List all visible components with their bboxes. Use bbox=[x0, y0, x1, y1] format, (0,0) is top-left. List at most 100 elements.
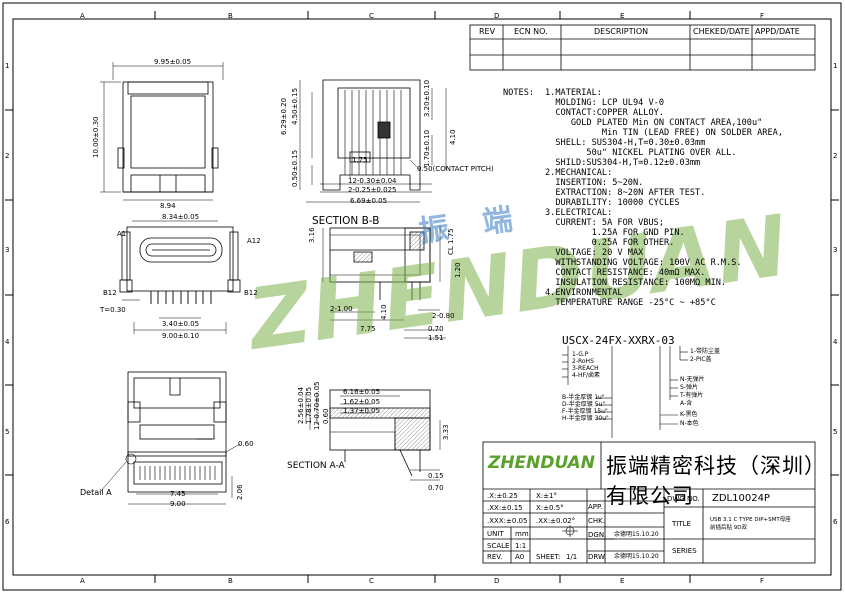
dim-aa-178: 1.78±0.05 bbox=[305, 386, 313, 424]
title-value-2: 前插后贴 9D双 bbox=[710, 525, 747, 531]
title-block-lines bbox=[482, 441, 816, 564]
zone-left-5: 5 bbox=[5, 428, 10, 436]
zone-top-d: D bbox=[494, 12, 500, 20]
label-a1: A1 bbox=[117, 230, 127, 238]
option-right-mid: A-含 bbox=[680, 400, 693, 407]
revision-table-lines bbox=[469, 24, 816, 71]
dim-contact-pitch: 0.50(CONTACT PITCH) bbox=[417, 165, 494, 173]
option-left: 2-RoHS bbox=[572, 358, 594, 365]
dim-aa-12: 12-0.70±0.05 bbox=[313, 381, 321, 430]
tol-angle-1: X:±1° bbox=[536, 492, 557, 500]
label-thickness: T=0.30 bbox=[100, 306, 126, 314]
dim-pin-span: 3.40±0.05 bbox=[162, 320, 200, 328]
rev-value: A0 bbox=[515, 553, 525, 561]
dim-sa-410: 4.10 bbox=[380, 304, 388, 320]
dim-side-r2: 4.10 bbox=[449, 129, 457, 145]
zone-bot-d: D bbox=[494, 577, 500, 585]
note-line: CURRENT: 5A FOR VBUS; bbox=[545, 218, 664, 228]
note-line: Min TIN (LEAD FREE) ON SOLDER AREA, bbox=[545, 128, 783, 138]
dim-sa-080: 2-0.80 bbox=[432, 312, 455, 320]
dim-aa-015: 0.15 bbox=[428, 472, 444, 480]
dim-aa-060: 0.60 bbox=[322, 408, 330, 424]
top-view bbox=[100, 62, 224, 201]
title-label: TITLE bbox=[672, 520, 691, 528]
detail-a-label: Detail A bbox=[80, 488, 112, 497]
note-line: 50u" NICKEL PLATING OVER ALL. bbox=[545, 148, 737, 158]
zone-top-b: B bbox=[228, 12, 233, 20]
note-line: INSERTION: 5~20N. bbox=[545, 178, 644, 188]
section-bb bbox=[299, 79, 447, 203]
rev-header: REV bbox=[479, 27, 496, 36]
zone-top-a: A bbox=[80, 12, 85, 20]
dim-top-height: 10.00±0.30 bbox=[92, 116, 100, 159]
note-line: 3.ELECTRICAL: bbox=[545, 208, 613, 218]
tol-linear-2: .XX:±0.15 bbox=[487, 504, 523, 512]
option-right-top: 2-PIC盖 bbox=[690, 356, 712, 363]
dim-sa-120: 1.20 bbox=[454, 262, 462, 278]
dwg-label: DWG NO. bbox=[667, 495, 700, 503]
zone-bot-c: C bbox=[369, 577, 374, 585]
note-line: 2.MECHANICAL: bbox=[545, 168, 613, 178]
note-line: INSULATION RESISTANCE: 100MΩ MIN. bbox=[545, 278, 727, 288]
zone-right-6: 6 bbox=[833, 518, 838, 526]
option-right-mid: S-弹片 bbox=[680, 384, 698, 391]
note-line: 1.MATERIAL: bbox=[545, 88, 602, 98]
title-value: USB 3.1 C TYPE DIP+SMT母座 bbox=[710, 517, 791, 523]
section-side-middle bbox=[322, 225, 446, 339]
zone-left-1: 1 bbox=[5, 62, 10, 70]
part-number-code: USCX-24FX-XXRX-03 bbox=[562, 334, 675, 347]
dim-side-175: 1.75 bbox=[352, 156, 368, 164]
tol-angle-3: .XX:±0.02° bbox=[536, 517, 576, 525]
option-right-bot: K-黑色 bbox=[680, 411, 698, 418]
option-left: 3-REACH bbox=[572, 365, 599, 372]
notes-heading: NOTES: bbox=[503, 88, 535, 98]
app-label: APP. bbox=[588, 503, 603, 511]
dim-top-width: 9.95±0.05 bbox=[154, 58, 192, 66]
sheet-value: 1/1 bbox=[566, 553, 578, 561]
company-logo: ZHENDUAN bbox=[488, 453, 595, 473]
dim-bot-745: 7.45 bbox=[170, 490, 186, 498]
dim-bot-206: 2.06 bbox=[236, 484, 244, 500]
zone-right-4: 4 bbox=[833, 338, 838, 346]
dim-aa-162: 1.62±0.05 bbox=[343, 398, 381, 406]
zone-left-3: 3 bbox=[5, 246, 10, 254]
zone-left-6: 6 bbox=[5, 518, 10, 526]
series-label: SERIES bbox=[672, 547, 697, 555]
dwg-value: ZDL10024P bbox=[712, 493, 770, 504]
zone-right-1: 1 bbox=[833, 62, 838, 70]
option-left: 4-HF/卤素 bbox=[572, 372, 600, 379]
dim-aa-333: 3.33 bbox=[442, 424, 450, 440]
dgn-value: 余德明15.10.20 bbox=[614, 531, 659, 538]
zone-right-2: 2 bbox=[833, 152, 838, 160]
zone-right-5: 5 bbox=[833, 428, 838, 436]
zone-bot-f: F bbox=[760, 577, 765, 585]
drw-label: DRW. bbox=[588, 553, 607, 561]
checked-header: CHEKED/DATE bbox=[693, 27, 750, 36]
dim-front-width: 8.34±0.05 bbox=[162, 213, 200, 221]
notes-lines: 1.MATERIAL: MOLDING: LCP UL94 V-0 CONTAC… bbox=[545, 88, 783, 308]
part-number-leaders bbox=[562, 346, 688, 438]
dim-sa-316: 3.16 bbox=[308, 227, 316, 243]
option-plating: B-半金厚镀 1u" bbox=[562, 394, 605, 401]
tol-linear-3: .XXX:±0.05 bbox=[487, 517, 528, 525]
dim-bot-900: 9.00 bbox=[170, 500, 186, 508]
dim-sa-cl: CL 1.75 bbox=[447, 228, 455, 255]
dim-sa-151: 1.51 bbox=[428, 334, 444, 342]
dim-side-h3: 0.50±0.15 bbox=[291, 149, 299, 187]
chk-label: CHK. bbox=[588, 517, 605, 525]
note-line: 1.25A FOR GND PIN. bbox=[545, 228, 685, 238]
scale-value: 1:1 bbox=[515, 542, 527, 550]
zone-top-f: F bbox=[760, 12, 765, 20]
dim-side-b2: 2-0.25±0.025 bbox=[348, 186, 397, 194]
dim-pin-span-total: 9.00±0.10 bbox=[162, 332, 200, 340]
note-line: TEMPERATURE RANGE -25°C ~ +85°C bbox=[545, 298, 716, 308]
dim-side-b3: 6.69±0.05 bbox=[350, 197, 388, 205]
option-plating: D-半金厚镀 5u" bbox=[562, 401, 606, 408]
zone-left-4: 4 bbox=[5, 338, 10, 346]
dim-bot-060: 0.60 bbox=[238, 440, 254, 448]
zone-left-2: 2 bbox=[5, 152, 10, 160]
zone-right-3: 3 bbox=[833, 246, 838, 254]
rev-label: REV. bbox=[487, 553, 503, 561]
dim-aa-616: 6.16±0.05 bbox=[343, 388, 381, 396]
zone-bot-e: E bbox=[620, 577, 625, 585]
